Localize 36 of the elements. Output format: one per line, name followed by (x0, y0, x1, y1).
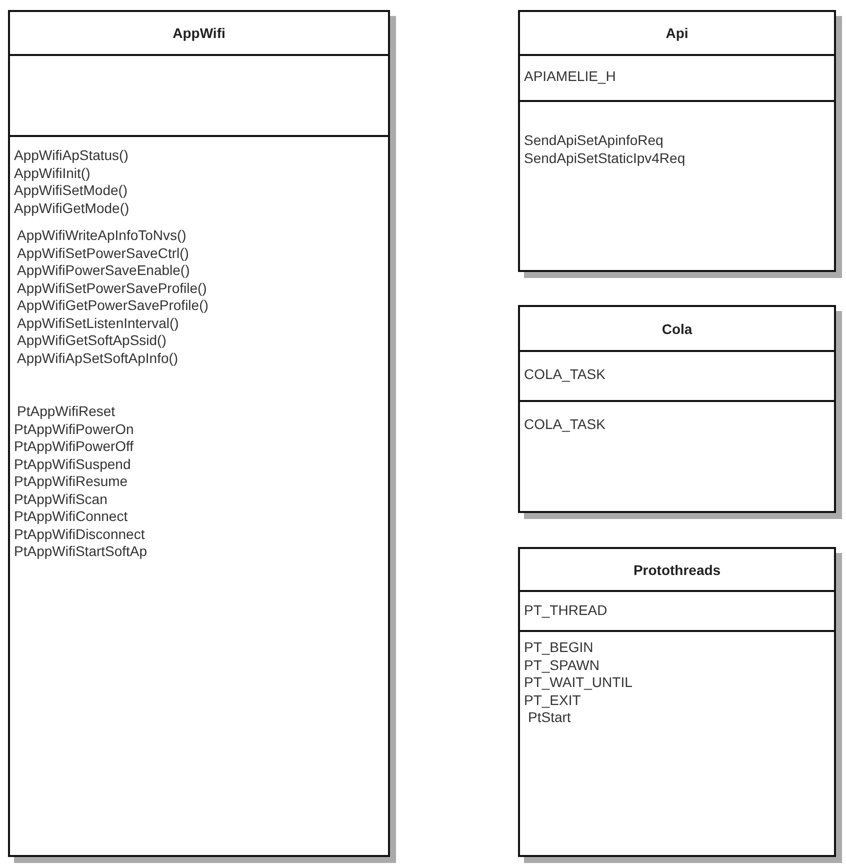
class-member: PtAppWifiConnect (14, 508, 128, 526)
class-member: APIAMELIE_H (524, 68, 616, 86)
class-member: PtAppWifiDisconnect (14, 526, 145, 543)
class-member: PtStart (528, 709, 571, 726)
class-member: PtAppWifiSuspend (14, 456, 131, 473)
class-member: PtAppWifiStartSoftAp (14, 543, 148, 560)
class-member: PT_WAIT_UNTIL (524, 674, 632, 692)
class-member: AppWifiApStatus() (14, 147, 128, 164)
class-member: SendApiSetApinfoReq (524, 132, 664, 150)
class-member: AppWifiGetMode() (14, 200, 130, 217)
class-member: AppWifiPowerSaveEnable() (17, 262, 190, 280)
class-member: COLA_TASK (524, 416, 606, 434)
class-member: AppWifiWriteApInfoToNvs() (17, 227, 186, 244)
class-name: Api (666, 25, 688, 41)
class-member: PT_SPAWN (524, 656, 600, 674)
class-member: SendApiSetStaticIpv4Req (524, 150, 686, 167)
class-member: AppWifiSetMode() (14, 182, 128, 200)
class-member: AppWifiSetPowerSaveProfile() (17, 280, 207, 297)
class-member: COLA_TASK (524, 366, 606, 384)
class-member: AppWifiApSetSoftApInfo() (17, 350, 178, 367)
class-member: AppWifiGetSoftApSsid() (17, 332, 166, 350)
class-member: AppWifiInit() (14, 164, 90, 182)
class-member: AppWifiSetPowerSaveCtrl() (17, 244, 189, 262)
class-member: PtAppWifiResume (14, 473, 128, 490)
class-member: PtAppWifiPowerOff (14, 438, 134, 456)
class-member: PT_BEGIN (524, 639, 594, 656)
class-member: PT_THREAD (524, 602, 608, 620)
class-member: PT_EXIT (524, 692, 581, 709)
class-member: PtAppWifiPowerOn (14, 420, 134, 438)
class-member: PtAppWifiReset (17, 403, 116, 420)
class-name: AppWifi (172, 25, 226, 41)
class-member: PtAppWifiScan (14, 490, 108, 508)
class-name: Protothreads (633, 562, 721, 578)
class-member: AppWifiSetListenInterval() (17, 314, 179, 332)
class-member: AppWifiGetPowerSaveProfile() (17, 297, 208, 314)
class-name: Cola (662, 320, 692, 336)
